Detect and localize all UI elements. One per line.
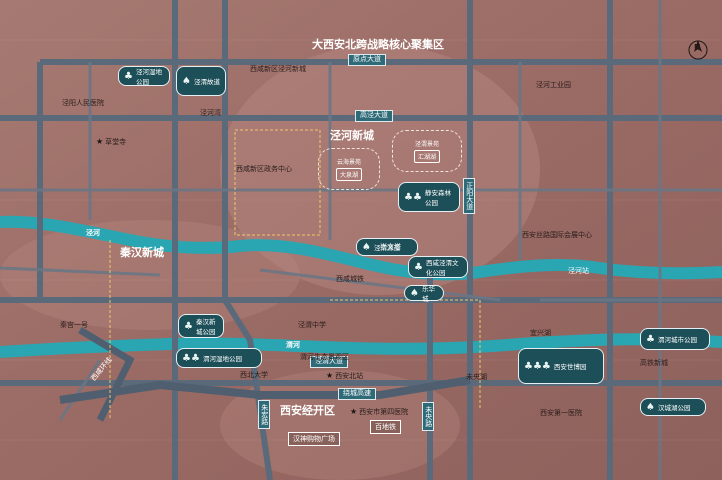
label-18: 西安丝路国际会展中心	[522, 231, 592, 239]
compass	[688, 40, 708, 60]
tree-icon: ♠	[182, 75, 191, 87]
jinghe-region-label: 泾河新城	[330, 129, 374, 142]
tree-icon: ♠	[646, 401, 655, 413]
label-14: 西咸新区政务中心	[236, 165, 292, 173]
station-north: ★西安北站	[326, 371, 364, 380]
station-icon: ★	[326, 371, 334, 380]
core-region-label: 大西安北跨战略核心聚集区	[312, 38, 444, 51]
label-20: 泾阳人民医院	[62, 99, 104, 107]
park-jingan-forest: ♣♣静安森林公园	[398, 182, 460, 212]
label-21: 高铁新城	[640, 359, 668, 367]
label-13: 渭河生态景观区	[300, 353, 349, 361]
label-5: 泾渭中学	[298, 321, 326, 329]
park-weihe-city: ♣渭河城市公园	[640, 328, 710, 350]
label-10: 未央湖	[466, 373, 487, 381]
park-hancheng-lake: ♠汉城湖公园	[640, 398, 706, 416]
core-zone	[220, 45, 540, 295]
project-b-tag: 汇湖湖	[413, 150, 440, 163]
tree-icon: ♣	[646, 333, 655, 345]
district-boundary	[234, 129, 321, 236]
tree-icon: ♣	[184, 320, 193, 332]
road-raocheng: 绕城高速	[338, 388, 376, 400]
label-15: 泾河工业园	[536, 81, 571, 89]
park-jinghe-wetland: ♣泾河湿地公园	[118, 66, 170, 86]
tree-icon: ♣	[414, 261, 423, 273]
label-3: 西咸城铁	[336, 275, 364, 283]
tree-icon: ♠	[362, 241, 371, 253]
project-a-tag: 大泉湖	[335, 168, 362, 181]
tree-icon: ♣	[124, 70, 133, 82]
park-weihe-wetland: ♣♣渭河湿地公园	[176, 348, 262, 368]
qinhan-region-label: 秦汉新城	[120, 246, 164, 259]
label-8: 百地铁	[370, 420, 401, 434]
label-1: 西咸新区泾河新城	[250, 65, 306, 73]
ring-highway	[59, 376, 471, 404]
label-17: 秦宫一号	[60, 321, 88, 329]
label-12: 泾河站	[568, 267, 589, 275]
tree-icon: ♠	[410, 287, 419, 299]
label-11: 宜兴湖	[530, 329, 551, 337]
compass-label: N	[694, 43, 701, 52]
river-wei-label: 渭河	[286, 341, 300, 349]
park-expo: ♣♣♣西安世博园	[518, 348, 604, 384]
road-weiyang: 未央路	[422, 402, 434, 431]
river-wei	[0, 333, 722, 358]
label-2: 崇文塔	[380, 243, 401, 251]
road-zhengyang: 正阳大道	[463, 178, 475, 214]
park-jingwei-gudao: ♠泾渭故道	[176, 66, 226, 96]
label-7: ★西安市第四医院	[350, 407, 409, 416]
river-jing	[0, 215, 722, 281]
tree-icon: ♣♣	[182, 352, 200, 364]
label-16: ★草堂寺	[96, 137, 127, 146]
road-zhuhong: 朱宏路	[258, 400, 270, 429]
jingkai-region-label: 西安经开区	[280, 404, 335, 417]
park-culture: ♣西咸泾渭文化公园	[408, 256, 468, 278]
landmark-icon: ★	[96, 137, 104, 146]
tree-icon: ♣♣♣	[524, 360, 551, 372]
park-qinhan: ♣秦汉新城公园	[178, 314, 224, 338]
project-a-name: 云海景苑	[336, 159, 361, 166]
tree-icon: ♣♣	[404, 191, 422, 203]
river-jing-label: 泾河	[86, 229, 100, 237]
project-b[interactable]: 泾渭景苑 汇湖湖	[392, 130, 462, 172]
road-jingwei: 泾渭大道	[310, 356, 348, 368]
park-jingwei-yuandao: ♠泾渭源道	[356, 238, 418, 256]
project-a[interactable]: 云海景苑 大泉湖	[318, 148, 380, 190]
label-9: 汉神购物广场	[288, 432, 340, 446]
label-22: 西安第一医院	[540, 409, 582, 417]
park-lehua: ♠乐华城	[404, 285, 444, 303]
road-gaoling: 高泾大道	[355, 110, 393, 122]
label-4: 泾河湾	[200, 109, 221, 117]
label-19: 西北大学	[240, 371, 268, 379]
project-b-name: 泾渭景苑	[414, 141, 439, 148]
metro-line	[109, 240, 481, 420]
hospital-icon: ★	[350, 407, 358, 416]
road-yuanzhan: 原点大道	[348, 54, 386, 66]
